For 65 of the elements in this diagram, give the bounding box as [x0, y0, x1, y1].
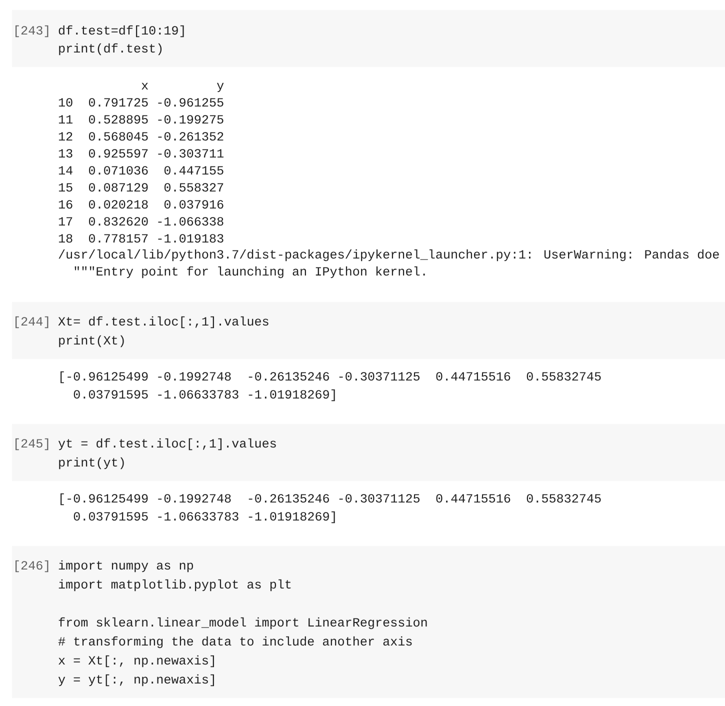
output-text: 0.55832745 [526, 494, 601, 503]
output-text: [-0.96125499 [60, 371, 148, 384]
table-cell: -0.961255 [158, 98, 224, 107]
output-text: 0.44715516 [436, 372, 510, 381]
table-cell: 13 [58, 149, 72, 158]
table-cell: 11 [58, 115, 72, 124]
table-cell: 0.071036 [88, 166, 148, 175]
table-cell: -1.066338 [158, 217, 224, 226]
table-cell: 18 [58, 234, 72, 243]
output-text: -1.06633783 [158, 512, 238, 521]
table-cell: x [142, 82, 148, 90]
code-line: yt = df.test.iloc[:,1].values [58, 438, 276, 450]
code-line: df.test=df[10:19] [58, 25, 184, 38]
code-line: print(df.test) [59, 43, 162, 56]
table-cell: -1.019183 [158, 234, 224, 243]
table-cell: 0.832620 [88, 217, 148, 226]
code-line: Xt= df.test.iloc[:,1].values [58, 316, 268, 328]
code-line: y = yt[:, np.newaxis] [58, 674, 214, 686]
code-line: x = Xt[:, np.newaxis] [58, 655, 214, 668]
output-text: -0.26135246 [248, 372, 330, 381]
table-cell: 0.447155 [164, 166, 224, 175]
prompt-number: [245] [16, 438, 48, 450]
table-cell: 16 [58, 200, 72, 209]
table-cell: -0.303711 [158, 149, 224, 158]
code-line: from sklearn.linear_model import LinearRegression [58, 617, 427, 630]
table-cell: 0.558327 [164, 183, 224, 192]
table-cell: 0.568045 [88, 132, 148, 141]
code-line: import matplotlib.pyplot as plt [58, 579, 291, 592]
table-cell: 0.037916 [164, 200, 224, 209]
code-line: # transforming the data to include another axis [58, 636, 412, 648]
code-line: print(Xt) [59, 335, 124, 348]
table-cell: 0.791725 [88, 98, 148, 107]
output-text: -0.30371125 [339, 494, 420, 503]
table-cell: 0.087129 [88, 183, 148, 192]
prompt-number: [244] [16, 316, 48, 328]
output-text: [-0.96125499 [60, 493, 148, 506]
code-line: print(yt) [59, 457, 124, 470]
table-cell: 10 [58, 98, 72, 107]
output-text: """Entry point for launching an IPython kernel. [74, 266, 425, 278]
output-text: -0.1992748 [158, 494, 231, 503]
output-text: 0.44715516 [436, 494, 510, 503]
table-cell: 0.020218 [88, 200, 148, 209]
code-line: import numpy as np [58, 560, 194, 572]
output-text: -0.1992748 [158, 372, 231, 381]
table-cell: -0.199275 [158, 115, 224, 124]
output-text: 0.55832745 [526, 372, 601, 381]
prompt-number: [243] [16, 25, 48, 38]
table-cell: y [216, 82, 224, 92]
table-cell: 0.925597 [88, 149, 148, 158]
output-text: 0.03791595 [74, 390, 148, 399]
table-cell: 0.778157 [88, 234, 148, 243]
prompt-number: [246] [16, 560, 48, 572]
output-text: -0.30371125 [339, 372, 420, 381]
table-cell: 0.528895 [88, 115, 148, 124]
output-text: -1.01918269] [248, 511, 335, 524]
table-cell: -0.261352 [158, 132, 224, 141]
table-cell: 14 [58, 166, 72, 174]
table-cell: 15 [58, 183, 72, 192]
output-text: 0.03791595 [74, 512, 148, 521]
output-text: -1.06633783 [158, 390, 238, 399]
output-text: -0.26135246 [248, 494, 330, 503]
output-text: /usr/local/lib/python3.7/dist-packages/ipykernel_launcher.py:1: UserWarning: Pandas doe [58, 249, 719, 262]
table-cell: 12 [58, 132, 72, 140]
table-cell: 17 [58, 217, 72, 226]
output-text: -1.01918269] [248, 389, 335, 402]
